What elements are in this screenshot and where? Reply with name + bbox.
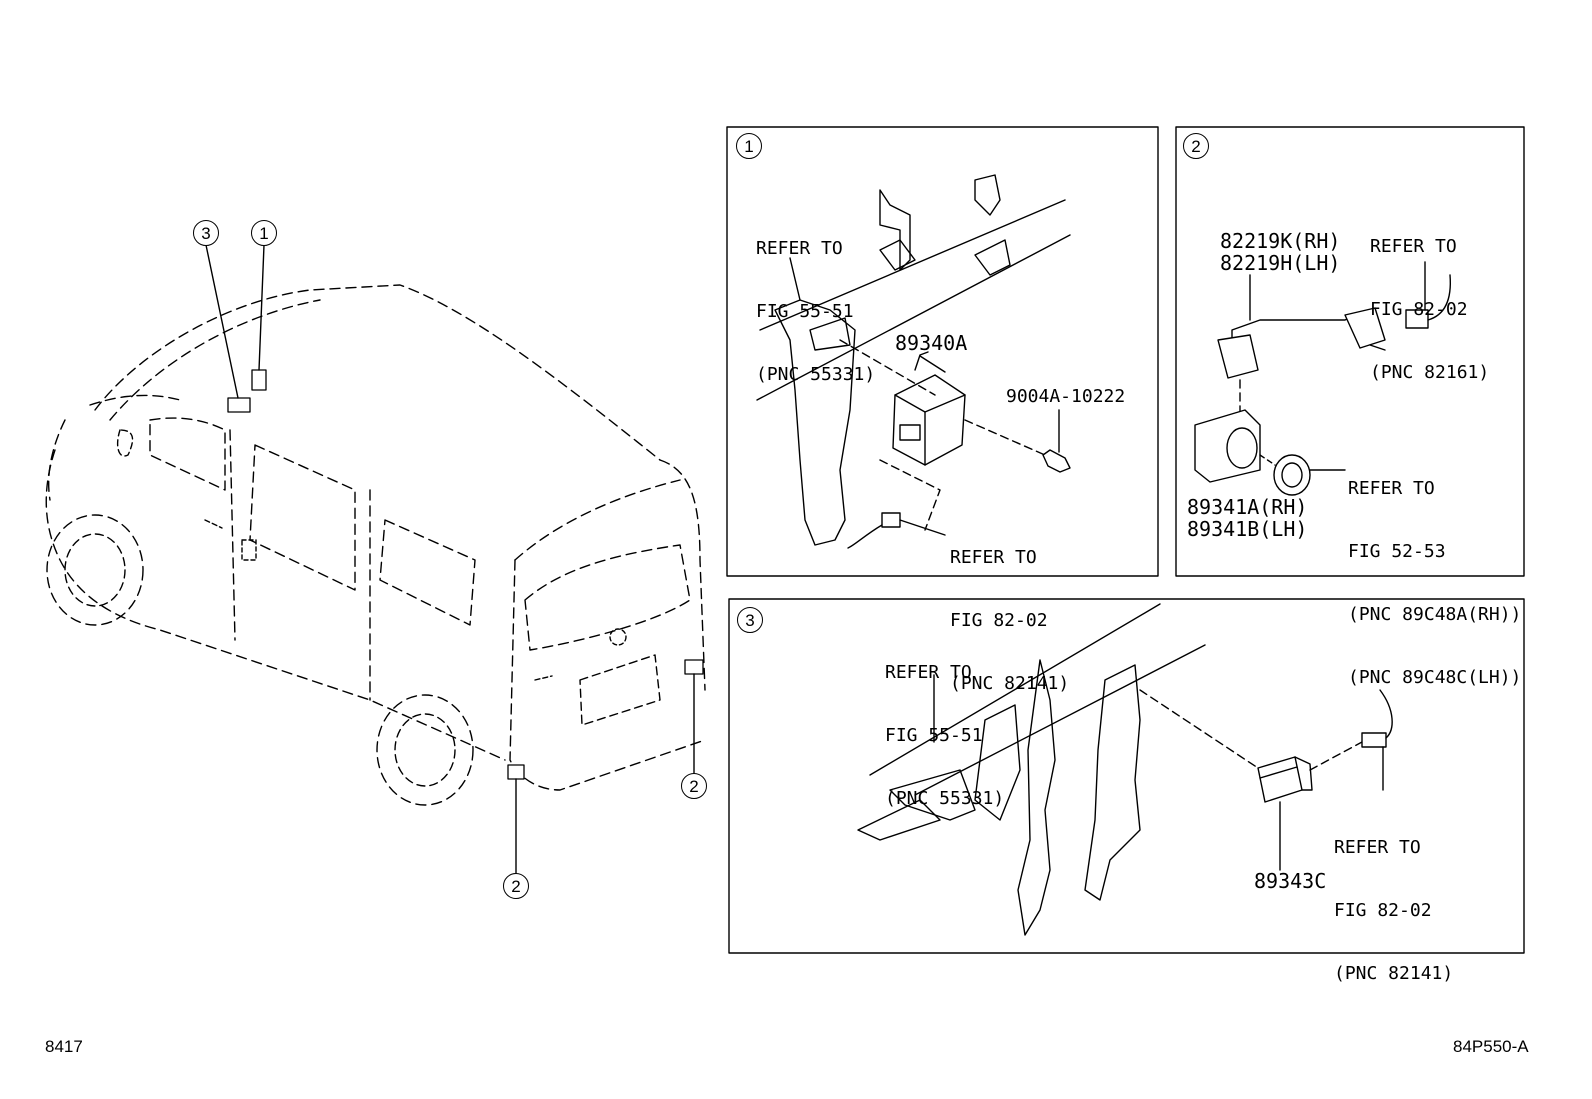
panel-2-refer-fig82: REFER TO FIG 82-02 (PNC 82161) [1370, 194, 1489, 404]
panel-1-refer-fig82: REFER TO FIG 82-02 (PNC 82141) [950, 505, 1069, 715]
panel-3-refer-fig55: REFER TO FIG 55-51 (PNC 55331) [885, 620, 1004, 830]
refer-line: REFER TO [1370, 236, 1457, 257]
panel-3-drawing [857, 603, 1393, 936]
panel-2-frame [1175, 126, 1525, 577]
part-89340A[interactable]: 89340A [895, 331, 968, 355]
refer-line: FIG 55-51 [885, 725, 983, 746]
refer-line: (PNC 89C48A(RH)) [1348, 604, 1522, 625]
callout-3-vehicle: 3 [193, 220, 219, 246]
part-82219K[interactable]: 82219K(RH) [1220, 229, 1341, 253]
part-82219H[interactable]: 82219H(LH) [1220, 251, 1341, 275]
panel-1-drawing [756, 174, 1071, 549]
refer-line: (PNC 82161) [1370, 362, 1490, 383]
refer-line: REFER TO [756, 238, 843, 259]
panel-2-refer-fig52: REFER TO FIG 52-53 (PNC 89C48A(RH)) (PNC… [1348, 436, 1521, 709]
callout-2-vehicle-left: 2 [503, 873, 529, 899]
refer-line: FIG 82-02 [1370, 299, 1468, 320]
panel-1-refer-fig55: REFER TO FIG 55-51 (PNC 55331) [756, 196, 875, 406]
refer-line: (PNC 55331) [756, 364, 876, 385]
part-89341A[interactable]: 89341A(RH) [1187, 495, 1308, 519]
refer-line: (PNC 82141) [950, 673, 1070, 694]
part-89341B[interactable]: 89341B(LH) [1187, 517, 1308, 541]
refer-line: (PNC 55331) [885, 788, 1005, 809]
refer-line: FIG 82-02 [1334, 900, 1432, 921]
panel-3-refer-fig82: REFER TO FIG 82-02 (PNC 82141) [1334, 795, 1453, 1005]
refer-line: FIG 55-51 [756, 301, 854, 322]
panel-1-number: 1 [736, 133, 762, 159]
illustration-code-left: 8417 [45, 1037, 83, 1056]
panel-2-drawing [1194, 261, 1452, 496]
van-illustration [45, 244, 706, 874]
refer-line: REFER TO [950, 547, 1037, 568]
refer-line: FIG 82-02 [950, 610, 1048, 631]
panel-3-frame [728, 598, 1525, 954]
refer-line: REFER TO [885, 662, 972, 683]
refer-line: (PNC 82141) [1334, 963, 1454, 984]
refer-line: REFER TO [1348, 478, 1435, 499]
panel-1-frame [726, 126, 1159, 577]
refer-line: REFER TO [1334, 837, 1421, 858]
part-9004A-10222[interactable]: 9004A-10222 [1006, 386, 1126, 407]
illustration-code-right: 84P550-A [1453, 1037, 1529, 1056]
part-89343C[interactable]: 89343C [1254, 869, 1327, 893]
panel-2-number: 2 [1183, 133, 1209, 159]
callout-1-vehicle: 1 [251, 220, 277, 246]
refer-line: FIG 52-53 [1348, 541, 1446, 562]
callout-2-vehicle-right: 2 [681, 773, 707, 799]
panel-3-number: 3 [737, 607, 763, 633]
refer-line: (PNC 89C48C(LH)) [1348, 667, 1522, 688]
